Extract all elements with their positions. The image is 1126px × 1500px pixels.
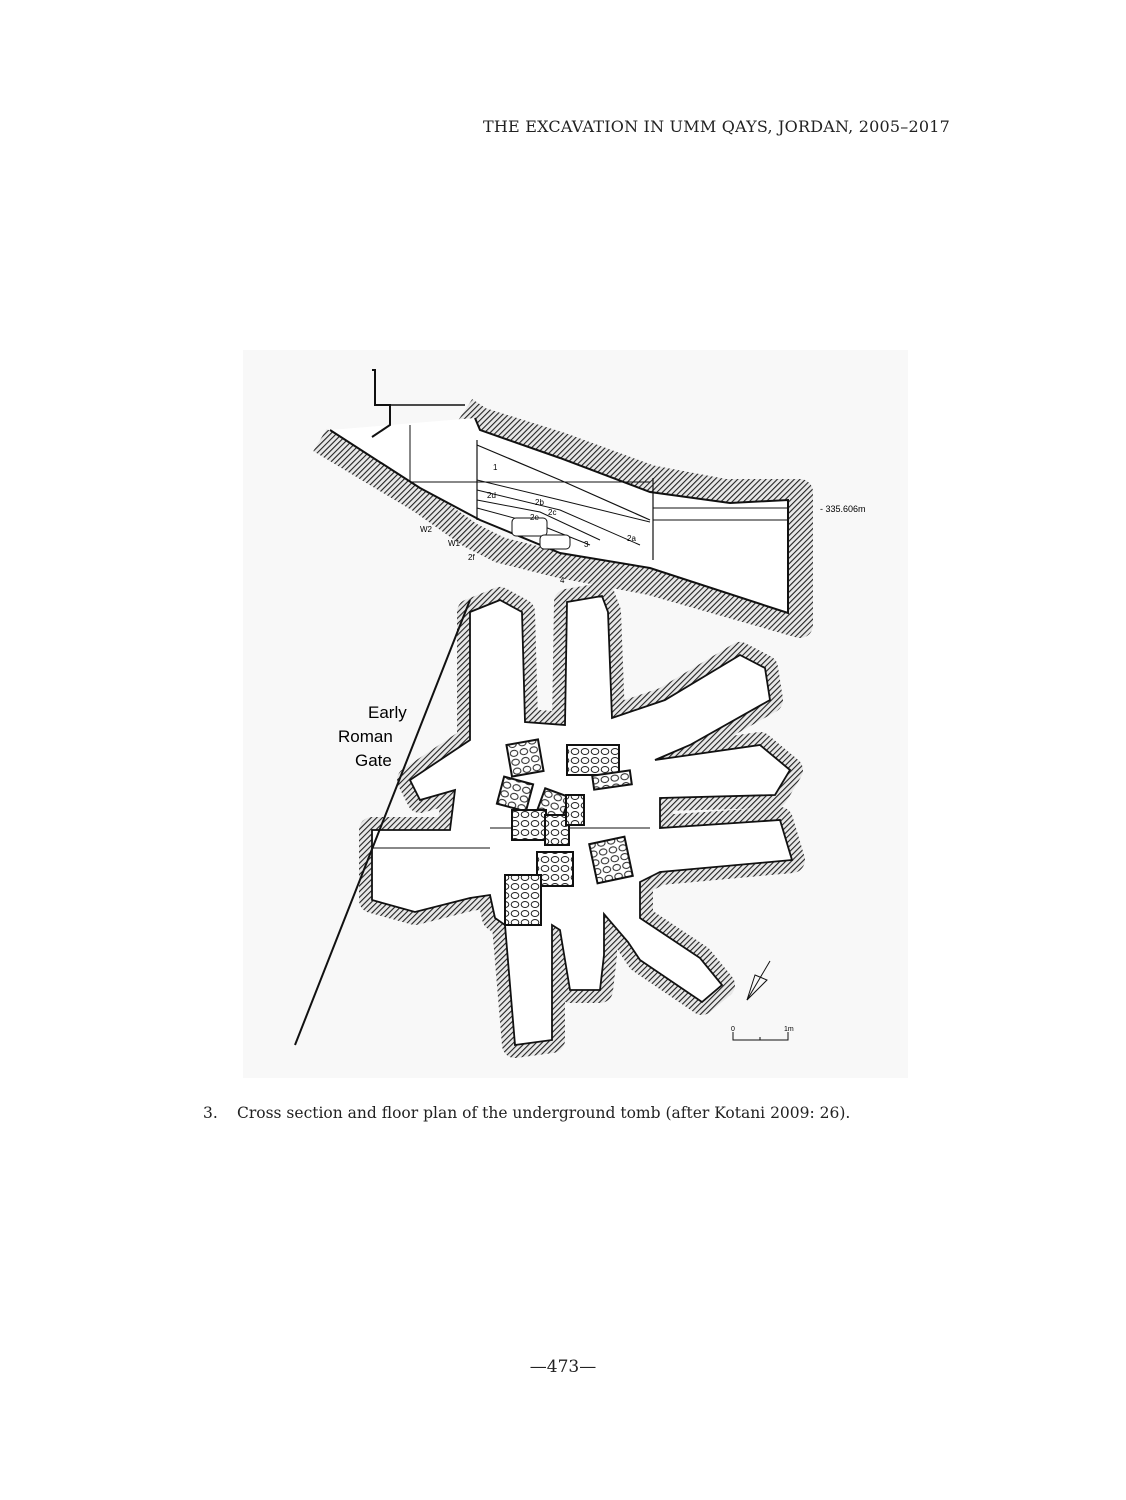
running-header: THE EXCAVATION IN UMM QAYS, JORDAN, 2005… (483, 117, 950, 136)
scale-end-label: 1m (784, 1026, 794, 1033)
layer-label-2e: 2e (530, 513, 539, 522)
page-number: —473— (529, 1357, 597, 1377)
scale-start-label: 0 (731, 1026, 735, 1033)
north-arrow-icon (746, 960, 771, 1001)
figure-caption: 3. Cross section and floor plan of the un… (203, 1104, 850, 1122)
stone-blocks (495, 738, 634, 926)
layer-label-2b: 2b (535, 498, 544, 507)
caption-text: Cross section and floor plan of the unde… (237, 1104, 851, 1122)
layer-label-3: 3 (584, 540, 589, 549)
gate-label-early: Early (368, 703, 407, 722)
wall-label-w2: W2 (420, 525, 433, 534)
layer-label-4: 4 (560, 576, 565, 585)
caption-number: 3. (203, 1104, 218, 1122)
floor-plan: Early Roman Gate (294, 583, 805, 1058)
layer-label-2d: 2d (487, 491, 496, 500)
scale-bar: 0 1m (731, 1026, 794, 1041)
gate-label-roman: Roman (338, 727, 393, 746)
gate-label-gate: Gate (355, 751, 392, 770)
layer-label-2a: 2a (627, 534, 636, 543)
layer-label-1: 1 (493, 463, 498, 472)
wall-label-w1: W1 (448, 539, 461, 548)
tomb-drawing: 1 2d 2b 2c 2e 2a 3 4 W2 W1 2f - 335.606m (243, 350, 908, 1078)
elevation-label: - 335.606m (820, 504, 866, 514)
layer-label-2f: 2f (468, 553, 475, 562)
layer-label-2c: 2c (548, 508, 556, 517)
tomb-figure: 1 2d 2b 2c 2e 2a 3 4 W2 W1 2f - 335.606m (243, 350, 908, 1078)
cross-section: 1 2d 2b 2c 2e 2a 3 4 W2 W1 2f - 335.606m (313, 369, 866, 638)
